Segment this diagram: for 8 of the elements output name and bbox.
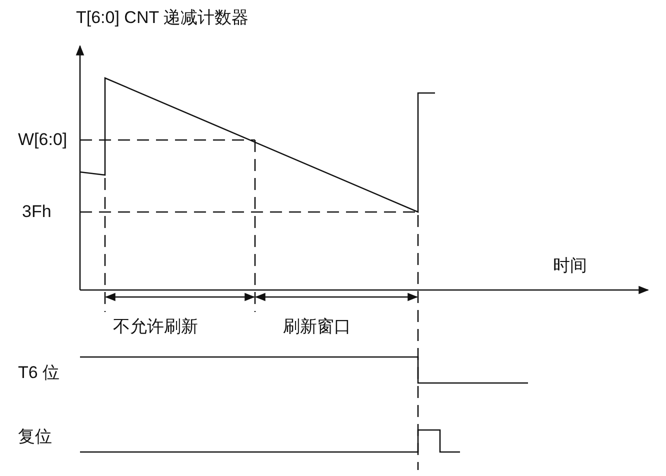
interval-label: 不允许刷新 [113,317,198,337]
signal-name: 复位 [18,427,52,447]
signal-name: T6 位 [18,363,60,383]
axis-label: T[6:0] CNT 递减计数器 [76,8,249,28]
axis-tick-label: 3Fh [22,202,52,222]
axis-tick-label: W[6:0] [18,130,68,150]
interval-label: 刷新窗口 [283,317,351,337]
axis-label: 时间 [553,256,587,276]
